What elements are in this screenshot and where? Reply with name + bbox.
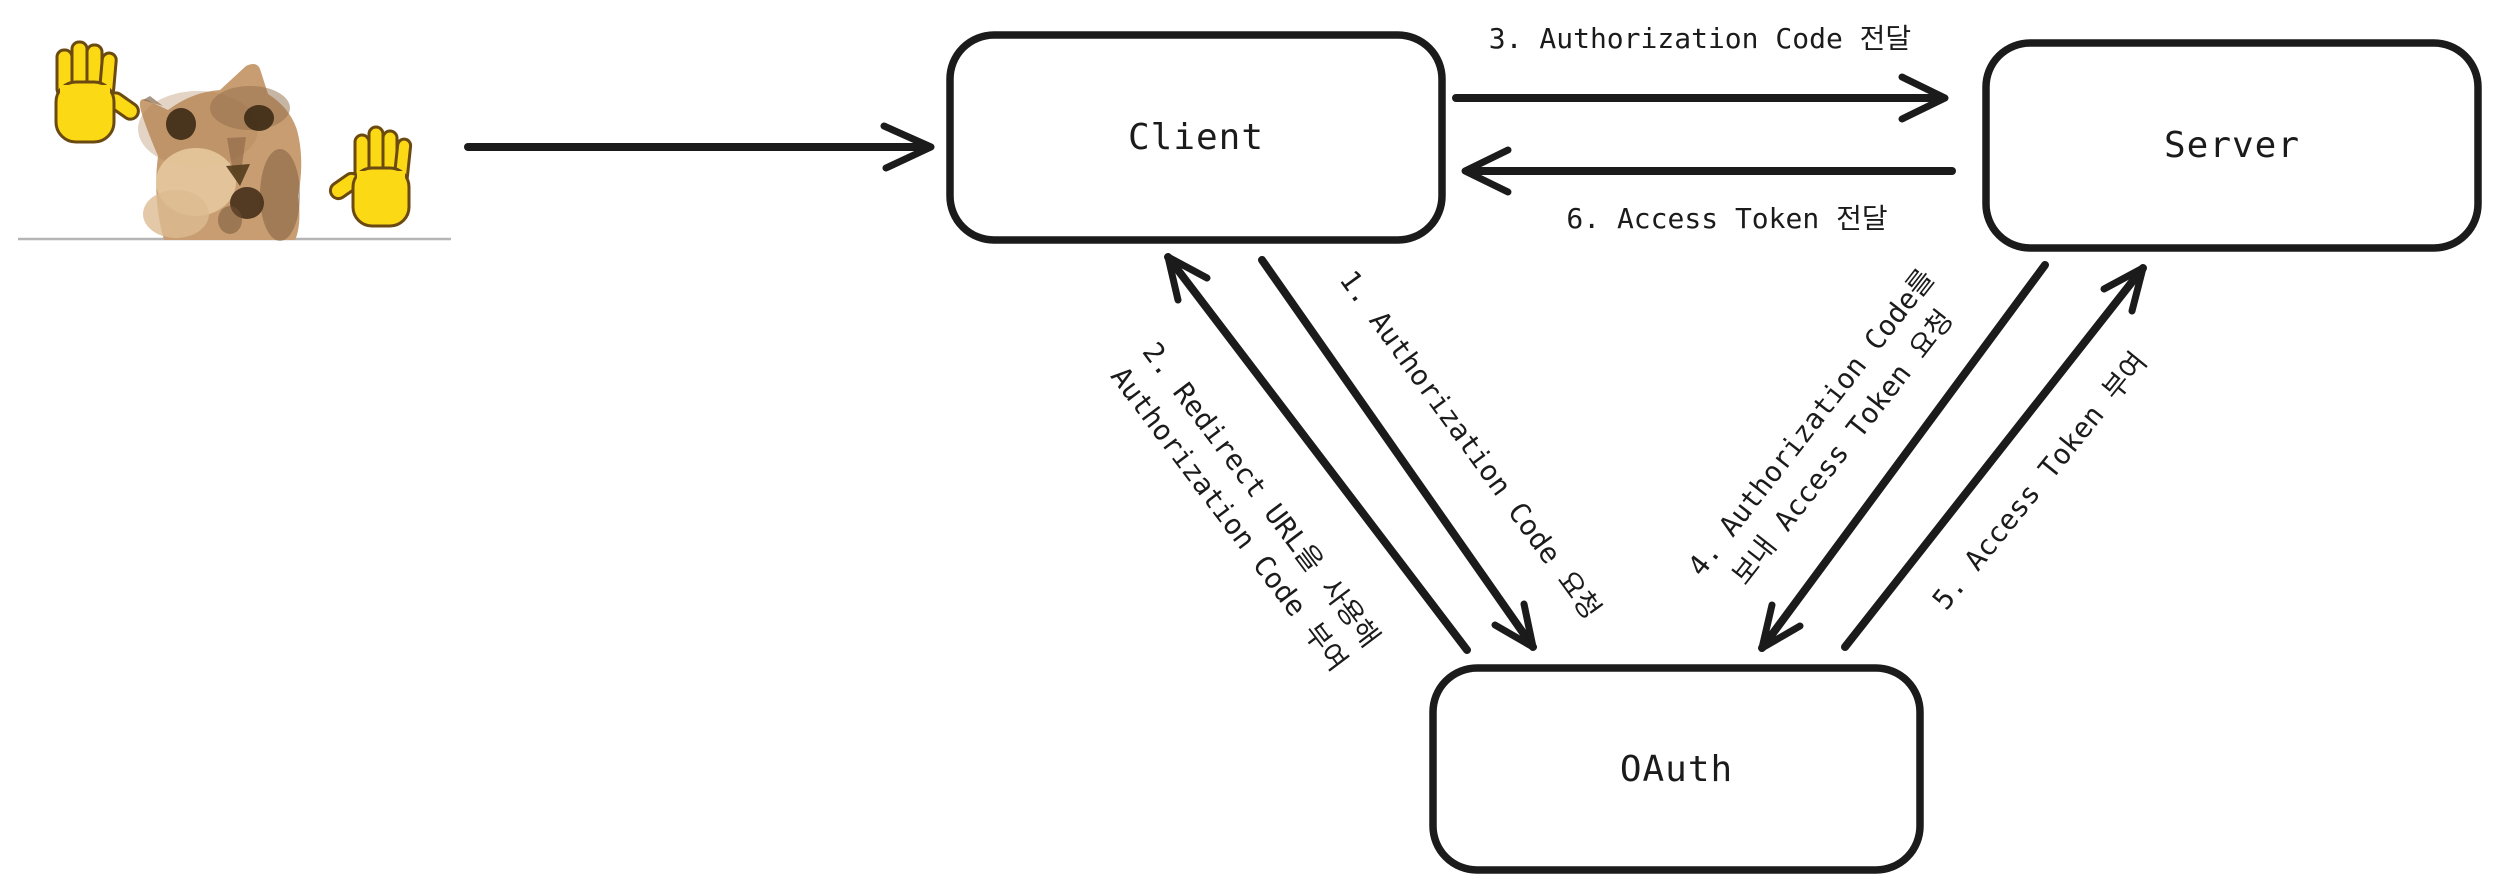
arrow-2 bbox=[1164, 253, 1471, 654]
node-server-box bbox=[1982, 39, 2482, 252]
right-hand-icon bbox=[328, 125, 413, 228]
arrow-4 bbox=[1758, 261, 2049, 652]
node-server-label: Server bbox=[2163, 125, 2301, 166]
cat-left-eye bbox=[166, 108, 196, 140]
node-oauth-box bbox=[1429, 664, 1924, 874]
cat-face-icon bbox=[138, 64, 302, 241]
left-hand-icon bbox=[54, 40, 140, 144]
cat-nose bbox=[226, 164, 250, 186]
waving-cat-meme-illustration bbox=[18, 40, 451, 241]
arrow-intro bbox=[464, 122, 935, 172]
edge-label-3: 3. Authorization Code 전달 bbox=[1488, 22, 1912, 56]
cat-right-eye bbox=[244, 105, 274, 131]
node-oauth-label: OAuth bbox=[1619, 748, 1734, 790]
arrow-1 bbox=[1258, 256, 1537, 651]
arrow-3 bbox=[1452, 73, 1949, 123]
edge-label-6: 6. Access Token 전달 bbox=[1566, 202, 1888, 236]
arrow-5 bbox=[1841, 264, 2147, 651]
node-client-box bbox=[946, 31, 1446, 244]
arrow-6 bbox=[1461, 146, 1956, 196]
node-client-label: Client bbox=[1127, 117, 1265, 158]
